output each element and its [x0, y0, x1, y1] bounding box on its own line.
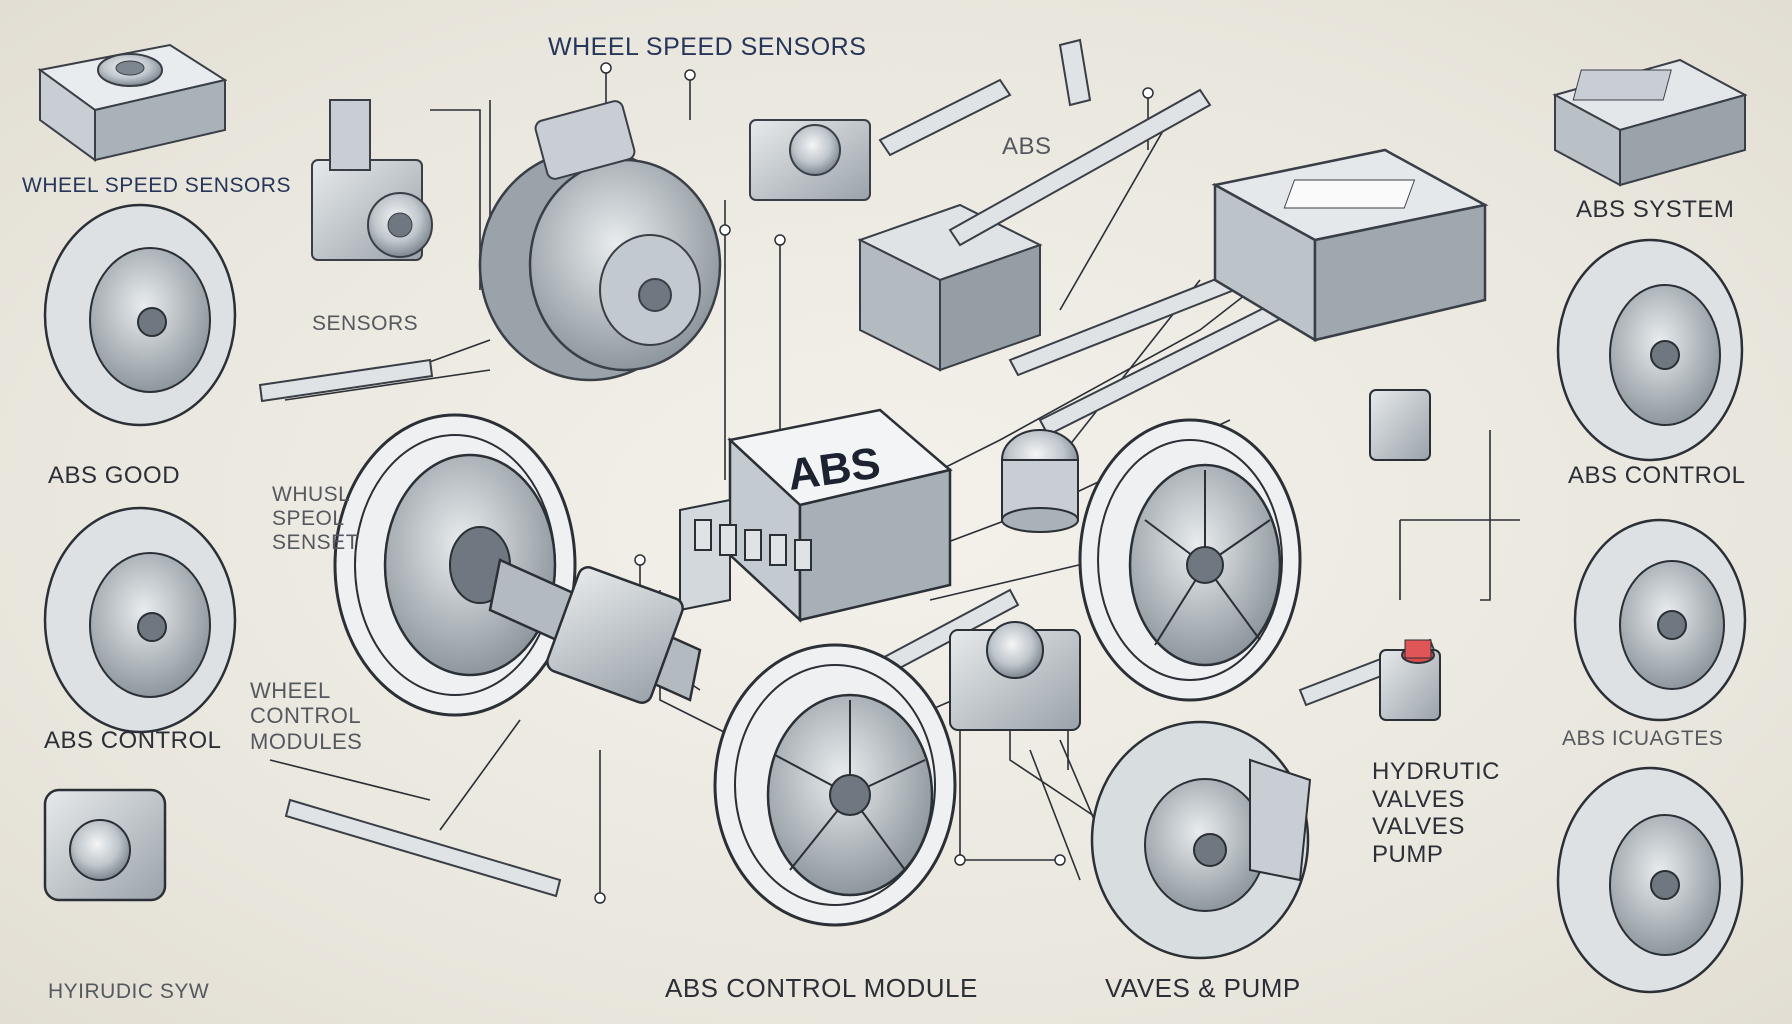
label-wheel-speed-sensors-top: WHEEL SPEED SENSORS: [548, 33, 867, 61]
label-line: WHUSL: [272, 483, 351, 506]
abs-control-module: [679, 408, 953, 623]
label-wheel-speed-sensor-block: WHUSL SPEOL SENSET: [272, 483, 359, 555]
label-line: MODULES: [250, 728, 363, 754]
caliper-bottom-left: [43, 788, 167, 902]
label-abs-icuagtes: ABS ICUAGTES: [1562, 727, 1724, 750]
abs-ecu-box-right: [1211, 148, 1489, 343]
label-line: HYDRUTIC: [1372, 758, 1500, 785]
brake-rotor-left-2: [43, 506, 237, 734]
label-abs-small: ABS: [1002, 133, 1052, 160]
label-hyirudic-syw: HYIRUDIC SYW: [48, 980, 210, 1003]
axle-assembly: [488, 558, 702, 704]
label-hydraulic-valves-pump: HYDRUTIC VALVES VALVES PUMP: [1372, 758, 1500, 868]
ecu-module-top-left: [37, 43, 228, 162]
label-line: SPEOL: [272, 507, 345, 531]
label-wheel-speed-sensors-left: WHEEL SPEED SENSORS: [22, 174, 291, 197]
label-line: SENSET: [272, 531, 360, 555]
label-abs-garbled: ABS GOOD: [48, 462, 181, 489]
brake-rotor-right-3: [1556, 766, 1744, 994]
brake-rotor-caliper: [1090, 720, 1312, 960]
label-line: WHEEL: [250, 678, 331, 703]
pump-small: [1001, 429, 1079, 533]
label-abs-control-module: ABS CONTROL MODULE: [665, 973, 978, 1003]
label-line: VALVES: [1372, 785, 1465, 813]
label-abs-control-left: ABS CONTROL: [44, 727, 222, 754]
wheel-rear-left: [713, 643, 957, 927]
speed-sensor-unit-left: [311, 99, 433, 261]
brake-rotor-right-2: [1573, 518, 1747, 722]
label-wheel-control-modules: WHEEL CONTROL MODULES: [250, 678, 362, 754]
hydraulic-pump-assembly: [749, 119, 1043, 372]
wheel-front-right: [1078, 418, 1302, 702]
brake-rotor-right-1: [1556, 238, 1744, 462]
hydraulic-valve: [1369, 389, 1441, 721]
label-line: VALVES: [1372, 813, 1465, 841]
label-line: PUMP: [1372, 840, 1444, 868]
label-sensors: SENSORS: [312, 312, 419, 335]
brake-rotor-left-1: [43, 203, 237, 427]
ecu-module-top-right: [1552, 58, 1748, 187]
label-abs-system: ABS SYSTEM: [1576, 196, 1735, 223]
label-line: CONTROL: [250, 703, 362, 729]
label-vaves-pump: VAVES & PUMP: [1105, 973, 1301, 1003]
label-abs-control-right: ABS CONTROL: [1568, 462, 1746, 489]
pump-mid: [949, 621, 1081, 731]
brake-drum-top: [478, 100, 722, 382]
wheel-front-left: [333, 413, 577, 717]
